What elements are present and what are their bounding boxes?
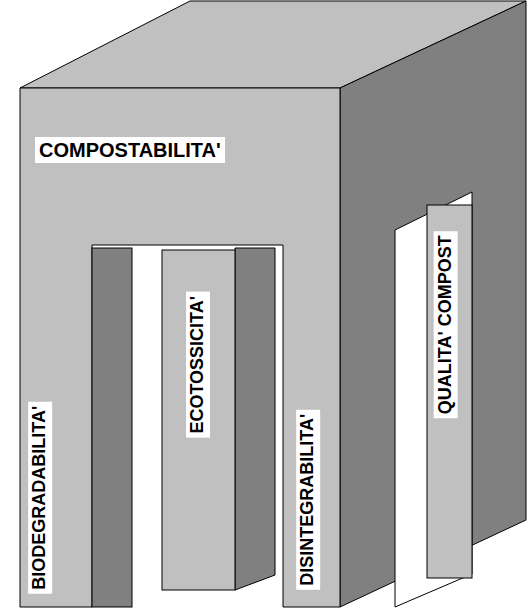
pillar: QUALITA' COMPOST xyxy=(427,205,472,578)
front-face xyxy=(20,88,340,607)
title-label: COMPOSTABILITA' xyxy=(35,137,225,163)
pillar-label: DISINTEGRABILITA' xyxy=(296,410,320,590)
pillar-face xyxy=(427,205,472,578)
side-face xyxy=(340,1,526,607)
side-opening xyxy=(395,192,472,607)
pillar: BIODEGRADABILITA' xyxy=(20,245,92,607)
pillar: DISINTEGRABILITA' xyxy=(283,245,340,607)
pillar-side xyxy=(92,248,132,607)
pillar-label: ECOTOSSICITA' xyxy=(186,292,210,438)
pillar: ECOTOSSICITA' xyxy=(162,250,235,590)
pillar-label: BIODEGRADABILITA' xyxy=(28,402,52,594)
pillar-label: QUALITA' COMPOST xyxy=(433,232,457,419)
roof-slab: COMPOSTABILITA' xyxy=(20,88,340,245)
pillar-face xyxy=(162,250,235,590)
pillar-side xyxy=(235,248,275,590)
